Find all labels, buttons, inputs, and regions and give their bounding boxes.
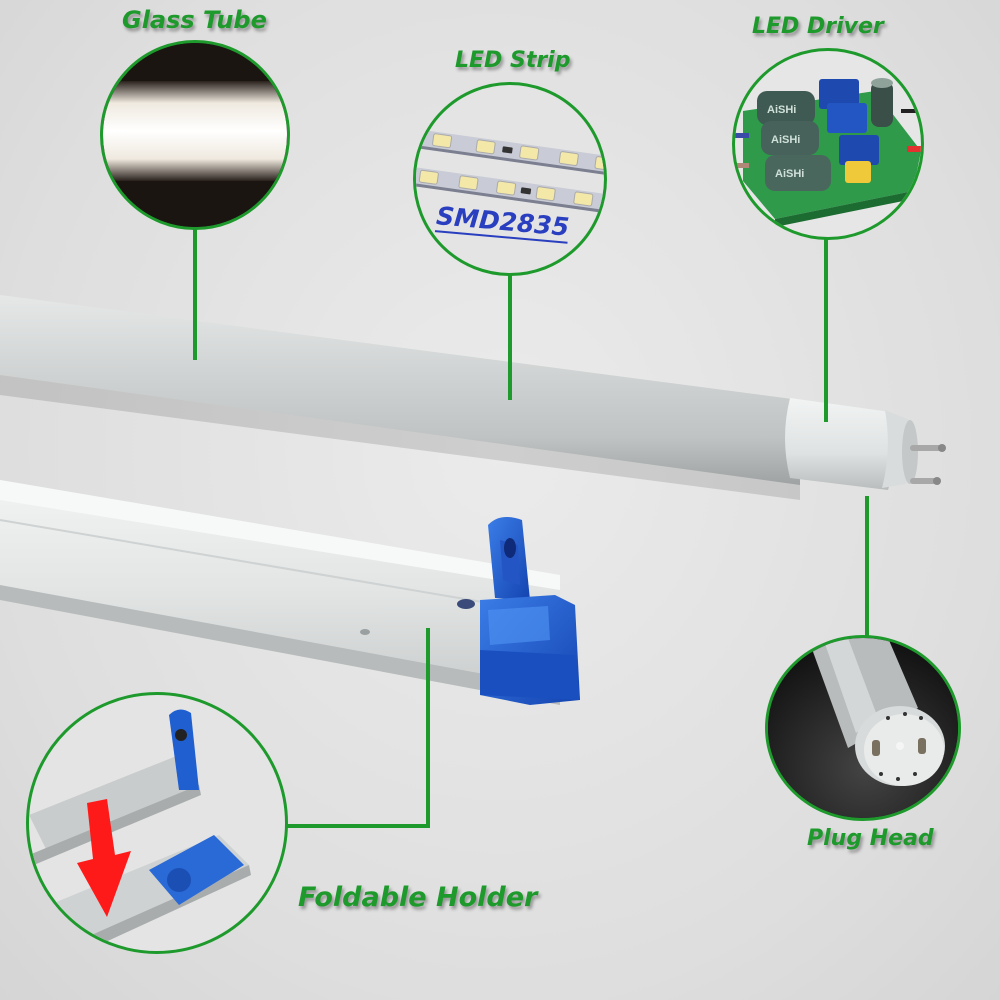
- led-strip-connector-line: [508, 274, 512, 400]
- led-strip-callout-circle: SMD2835: [413, 82, 607, 276]
- svg-text:AiSHi: AiSHi: [767, 104, 796, 116]
- fold-direction-arrow-icon: [77, 799, 131, 917]
- plug-head-connector-line: [865, 496, 869, 646]
- led-driver-closeup-image: AiSHi AiSHi AiSHi: [735, 78, 921, 227]
- plug-head-callout-circle: [765, 635, 961, 821]
- foldable-holder-connector-horizontal: [284, 824, 430, 828]
- glass-tube-label: Glass Tube: [122, 6, 267, 34]
- led-driver-callout-circle: AiSHi AiSHi AiSHi: [732, 48, 924, 240]
- glass-tube-callout-circle: [100, 40, 290, 230]
- led-strip-label: LED Strip: [455, 48, 571, 73]
- plug-head-label: Plug Head: [807, 826, 934, 851]
- svg-text:AiSHi: AiSHi: [771, 134, 800, 146]
- glass-tube-connector-line: [193, 228, 197, 360]
- glass-tube-closeup-image: [103, 43, 287, 227]
- foldable-holder-connector-vertical: [426, 628, 430, 828]
- led-driver-label: LED Driver: [752, 14, 884, 39]
- foldable-holder-callout-circle: [26, 692, 288, 954]
- foldable-holder-closeup-image: [29, 709, 251, 951]
- plug-head-closeup-image: [768, 638, 958, 818]
- led-strip-closeup-image: [416, 128, 604, 216]
- led-driver-connector-line: [824, 238, 828, 422]
- foldable-holder-label: Foldable Holder: [298, 882, 538, 913]
- svg-text:AiSHi: AiSHi: [775, 168, 804, 180]
